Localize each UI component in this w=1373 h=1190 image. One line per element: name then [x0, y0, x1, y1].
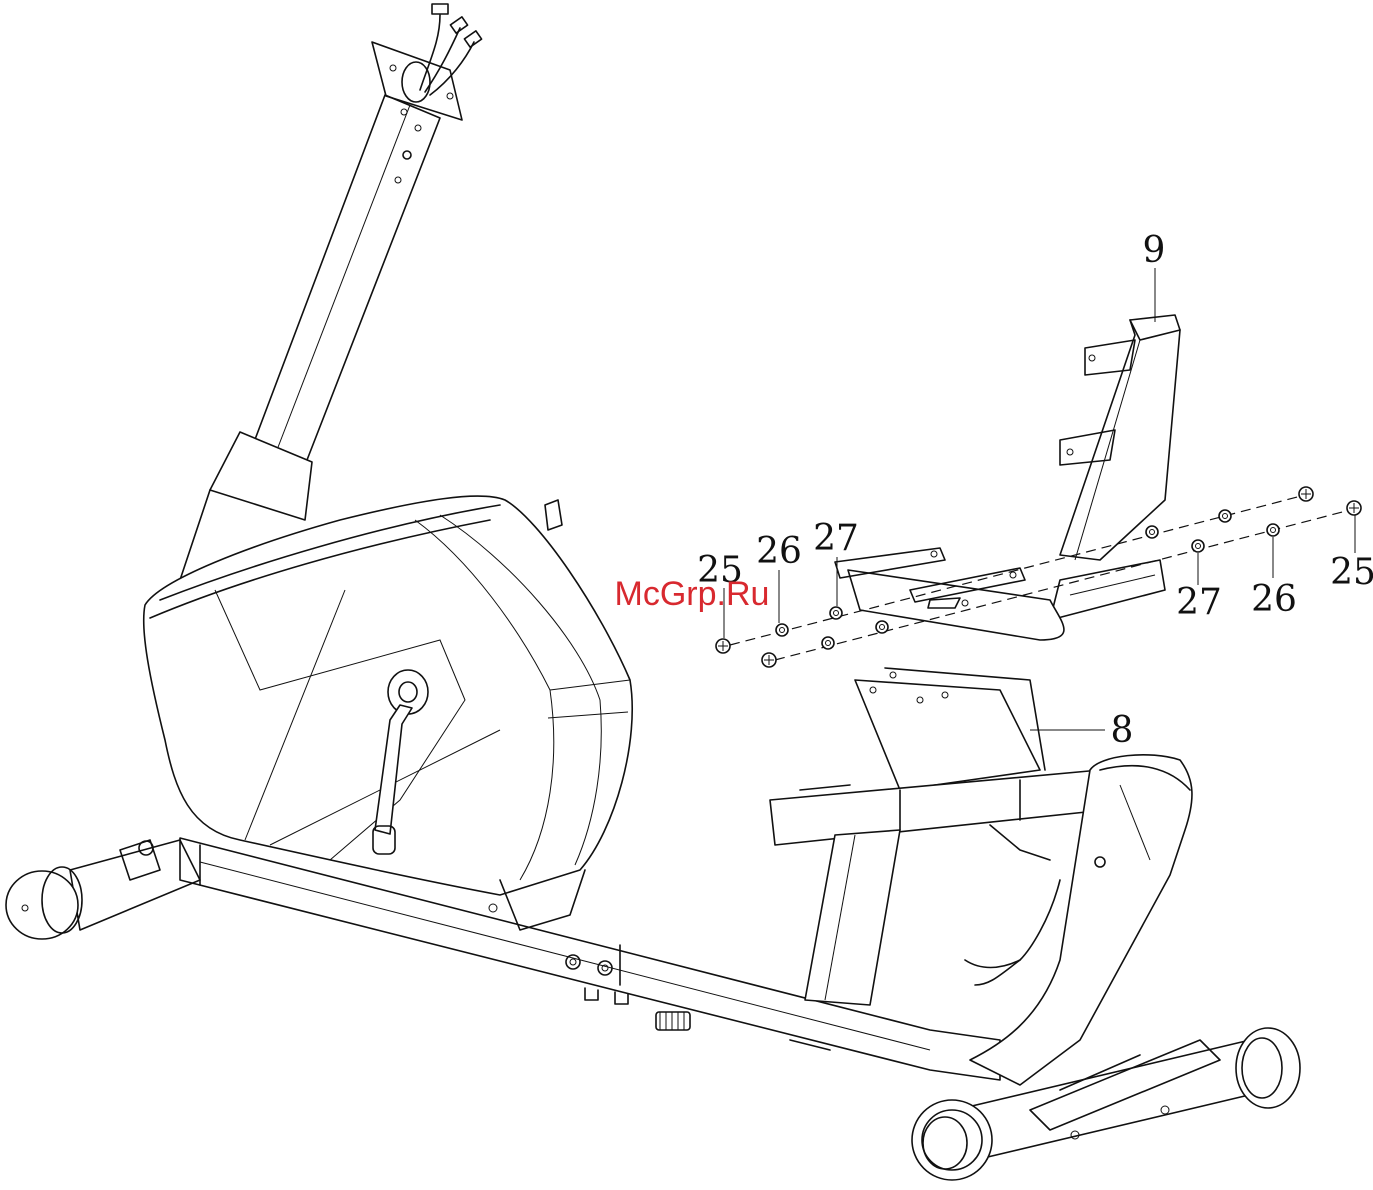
- callout-25-right: 25: [1330, 552, 1373, 593]
- leader-lines: [724, 268, 1355, 730]
- flywheel-shroud: [144, 496, 633, 930]
- callout-27-right: 27: [1176, 582, 1222, 623]
- callout-9: 9: [1143, 230, 1166, 271]
- watermark-text: McGrp.Ru: [615, 575, 770, 613]
- seat-frame: [835, 315, 1180, 640]
- console-mast: [180, 4, 482, 580]
- front-stabilizer: [6, 840, 200, 939]
- rear-stabilizer: [912, 1028, 1300, 1180]
- callout-26-right: 26: [1251, 579, 1297, 620]
- callout-27-left: 27: [813, 518, 859, 559]
- callout-8: 8: [1111, 710, 1134, 751]
- callout-labels: 9 8 25 26 27 27 26 25: [697, 230, 1373, 751]
- callout-26-left: 26: [756, 531, 802, 572]
